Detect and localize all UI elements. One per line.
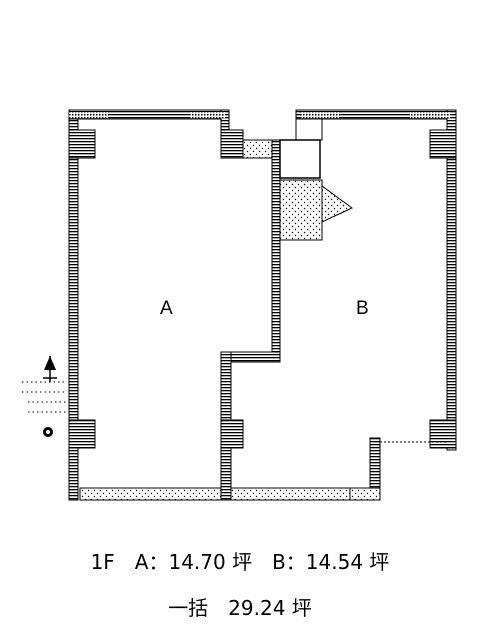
floor-plan (22, 109, 457, 501)
area-caption-floor: 1F A：14.70 坪 B：14.54 坪 (90, 550, 390, 574)
partition-wall (220, 139, 281, 501)
area-caption-total: 一括 29.24 坪 (168, 596, 312, 620)
entrance-marks (22, 381, 66, 413)
stair-area (279, 117, 353, 241)
room-b-label: B (356, 298, 369, 319)
room-a-walls (68, 109, 381, 501)
room-a-label: A (160, 298, 173, 319)
north-arrow-icon (43, 356, 57, 382)
compass-icon (43, 427, 53, 437)
room-b-walls (295, 109, 457, 501)
